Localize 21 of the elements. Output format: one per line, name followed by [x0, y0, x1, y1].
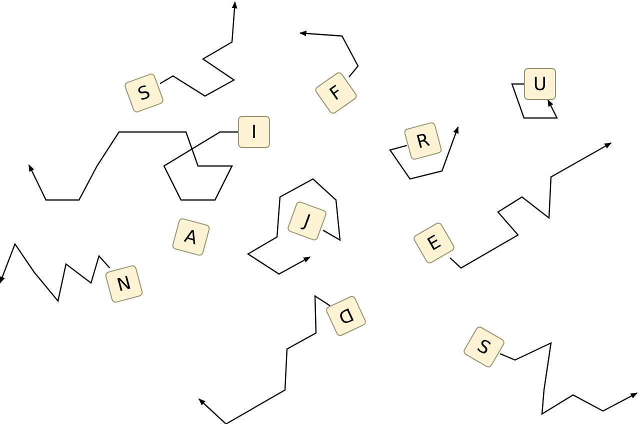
letter-tile: J — [286, 200, 328, 242]
letter-tile: F — [314, 70, 358, 116]
arrow — [246, 178, 341, 275]
arrow — [198, 294, 330, 424]
letter-tile: N — [104, 264, 144, 304]
arrow — [500, 342, 638, 416]
arrow — [28, 131, 238, 201]
letter-tile: S — [124, 72, 164, 114]
letter-tile: D — [324, 294, 368, 338]
arrow — [160, 1, 238, 97]
arrow — [299, 30, 359, 78]
letter-tile: E — [412, 221, 456, 265]
arrow — [511, 83, 558, 119]
letter-tile: R — [403, 121, 443, 161]
letter-tile: I — [238, 116, 270, 148]
arrow — [450, 142, 612, 269]
letter-tile: U — [524, 68, 556, 100]
letter-tile: S — [462, 325, 506, 369]
letter-tile: A — [171, 217, 211, 257]
arrow — [0, 242, 110, 302]
arrow — [389, 126, 459, 180]
